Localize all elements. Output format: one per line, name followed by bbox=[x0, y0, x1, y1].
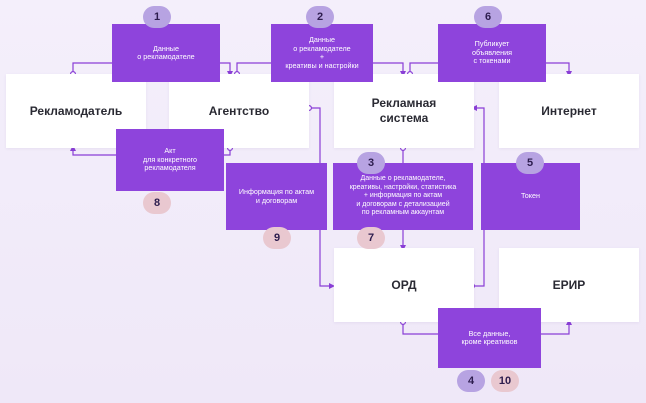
step-badge-5: 5 bbox=[516, 152, 544, 174]
flow-box-9: Информация по актам и договорам bbox=[226, 163, 327, 230]
flow-2-text: Данные о рекламодателе + креативы и наст… bbox=[285, 35, 359, 70]
flow-8-text: Акт для конкретного рекламодателя bbox=[142, 146, 198, 173]
advertiser-label: Рекламодатель bbox=[29, 103, 123, 118]
step-badge-7: 7 bbox=[357, 227, 385, 249]
flow-3-text: Данные о рекламодателе, креативы, настро… bbox=[349, 175, 457, 217]
flow-6-text: Публикует объявления с токенами bbox=[472, 39, 512, 66]
ord-label: ОРД bbox=[391, 277, 417, 292]
flow-box-1: Данные о рекламодателе bbox=[112, 24, 220, 82]
erir-label: ЕРИР bbox=[552, 277, 586, 292]
flow-4-text: Все данные, кроме креативов bbox=[461, 328, 518, 346]
step-badge-2: 2 bbox=[306, 6, 334, 28]
step-badge-8: 8 bbox=[143, 192, 171, 214]
flow-box-5: Токен bbox=[481, 163, 580, 230]
flow-1-text: Данные о рекламодателе bbox=[137, 43, 195, 61]
internet-box: Интернет bbox=[499, 74, 639, 148]
flow-box-4: Все данные, кроме креативов bbox=[438, 308, 541, 368]
step-badge-4: 4 bbox=[457, 370, 485, 392]
step-badge-9: 9 bbox=[263, 227, 291, 249]
flow-box-6: Публикует объявления с токенами bbox=[438, 24, 546, 82]
flow-box-3: Данные о рекламодателе, креативы, настро… bbox=[333, 163, 473, 230]
ad-system-box: Рекламная система bbox=[334, 74, 474, 148]
flow-9-text: Информация по актам и договорам bbox=[238, 187, 315, 205]
agency-label: Агентство bbox=[208, 103, 270, 118]
flow-5-text: Токен bbox=[520, 191, 541, 201]
internet-label: Интернет bbox=[541, 103, 597, 118]
step-badge-3: 3 bbox=[357, 152, 385, 174]
ad-system-label: Рекламная система bbox=[371, 96, 437, 125]
flow-box-8: Акт для конкретного рекламодателя bbox=[116, 129, 224, 191]
step-badge-10: 10 bbox=[491, 370, 519, 392]
flow-box-2: Данные о рекламодателе + креативы и наст… bbox=[271, 24, 373, 82]
step-badge-6: 6 bbox=[474, 6, 502, 28]
step-badge-1: 1 bbox=[143, 6, 171, 28]
